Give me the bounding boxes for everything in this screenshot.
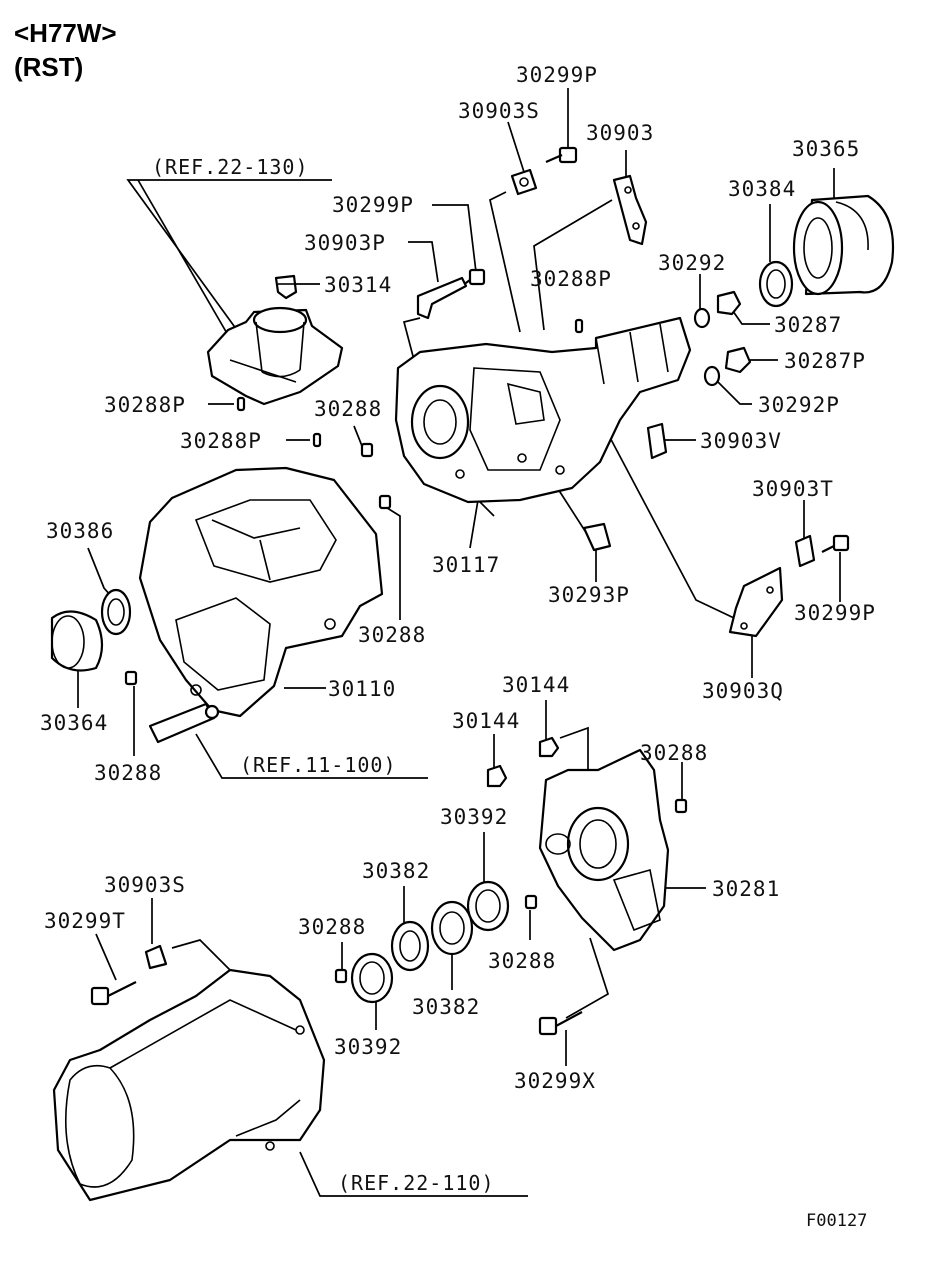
plug-30287 bbox=[716, 290, 742, 316]
label-30288P-c: 30288P bbox=[180, 429, 262, 453]
plug-30287P bbox=[724, 346, 752, 374]
gasket-30292P bbox=[703, 365, 721, 387]
label-30299P-mid: 30299P bbox=[332, 193, 414, 217]
ref-11-100-label: (REF.11-100) bbox=[240, 753, 397, 777]
bolt-30299X bbox=[538, 1011, 583, 1036]
bracket-30903 bbox=[612, 174, 648, 246]
label-30117: 30117 bbox=[432, 553, 500, 577]
input-shaft-ref-11-100 bbox=[148, 702, 220, 744]
label-30287: 30287 bbox=[774, 313, 842, 337]
label-30384: 30384 bbox=[728, 177, 796, 201]
label-30392-a: 30392 bbox=[440, 805, 508, 829]
label-30287P: 30287P bbox=[784, 349, 866, 373]
bolt-30299P-right bbox=[821, 534, 850, 553]
bolt-30299T bbox=[90, 981, 137, 1006]
label-30288-a: 30288 bbox=[314, 397, 382, 421]
label-30903: 30903 bbox=[586, 121, 654, 145]
label-30281: 30281 bbox=[712, 877, 780, 901]
dowel-pins bbox=[124, 318, 688, 984]
seal-30382-upper bbox=[390, 920, 430, 972]
extension-housing-30117 bbox=[394, 316, 692, 504]
label-30903P: 30903P bbox=[304, 231, 386, 255]
label-30386: 30386 bbox=[46, 519, 114, 543]
model-code: <H77W> bbox=[14, 18, 117, 48]
leader-lines bbox=[77, 88, 841, 1197]
breather-plug bbox=[274, 274, 298, 300]
drawing-code: F00127 bbox=[806, 1211, 867, 1231]
bell-housing-ref-22-110 bbox=[52, 968, 326, 1202]
variant-code: (RST) bbox=[14, 52, 83, 82]
label-30382-a: 30382 bbox=[362, 859, 430, 883]
adapter-30281 bbox=[538, 748, 670, 952]
label-30903V: 30903V bbox=[700, 429, 782, 453]
label-30299P-right: 30299P bbox=[794, 601, 876, 625]
label-30288-d: 30288 bbox=[640, 741, 708, 765]
clip-30903P bbox=[416, 276, 468, 320]
label-30288-b: 30288 bbox=[358, 623, 426, 647]
washer-30392-upper bbox=[466, 880, 510, 932]
label-30903S-low: 30903S bbox=[104, 873, 186, 897]
label-30288-c: 30288 bbox=[94, 761, 162, 785]
bracket-30903Q bbox=[728, 566, 784, 638]
ref-22-110-label: (REF.22-110) bbox=[338, 1171, 495, 1195]
ref-22-130-label: (REF.22-130) bbox=[152, 155, 309, 179]
clip-30903V bbox=[646, 422, 668, 460]
bracket-30903T bbox=[794, 534, 816, 568]
gasket-30292 bbox=[693, 307, 711, 329]
clip-30903S-low bbox=[144, 944, 168, 970]
transmission-case-30110 bbox=[138, 466, 384, 718]
label-30299X: 30299X bbox=[514, 1069, 596, 1093]
label-30364: 30364 bbox=[40, 711, 108, 735]
seal-30382-lower bbox=[430, 900, 474, 956]
oil-seal-30386 bbox=[100, 588, 132, 636]
label-30292P: 30292P bbox=[758, 393, 840, 417]
clip-30903S-top bbox=[510, 168, 538, 196]
label-30903S-top: 30903S bbox=[458, 99, 540, 123]
label-30292: 30292 bbox=[658, 251, 726, 275]
label-30382-b: 30382 bbox=[412, 995, 480, 1019]
label-30903Q: 30903Q bbox=[702, 679, 784, 703]
label-30299T: 30299T bbox=[44, 909, 126, 933]
washer-30392-lower bbox=[350, 952, 394, 1004]
label-30903T: 30903T bbox=[752, 477, 834, 501]
label-30365: 30365 bbox=[792, 137, 860, 161]
nut-30144-a bbox=[538, 736, 560, 758]
label-30392-b: 30392 bbox=[334, 1035, 402, 1059]
dust-cover-30364 bbox=[50, 610, 104, 672]
label-30144-b: 30144 bbox=[452, 709, 520, 733]
label-30288-f: 30288 bbox=[488, 949, 556, 973]
label-30288P-b: 30288P bbox=[104, 393, 186, 417]
bolt-30299P-top bbox=[545, 146, 578, 164]
label-30293P: 30293P bbox=[548, 583, 630, 607]
label-30110: 30110 bbox=[328, 677, 396, 701]
label-30144-a: 30144 bbox=[502, 673, 570, 697]
nut-30144-b bbox=[486, 764, 508, 788]
shift-cover bbox=[206, 306, 344, 406]
dust-cover-30365 bbox=[792, 194, 894, 296]
label-30299P-top: 30299P bbox=[516, 63, 598, 87]
label-30288P-a: 30288P bbox=[530, 267, 612, 291]
bracket-30293P bbox=[582, 522, 612, 552]
oil-seal-30384 bbox=[758, 260, 794, 308]
label-30314: 30314 bbox=[324, 273, 392, 297]
label-30288-e: 30288 bbox=[298, 915, 366, 939]
